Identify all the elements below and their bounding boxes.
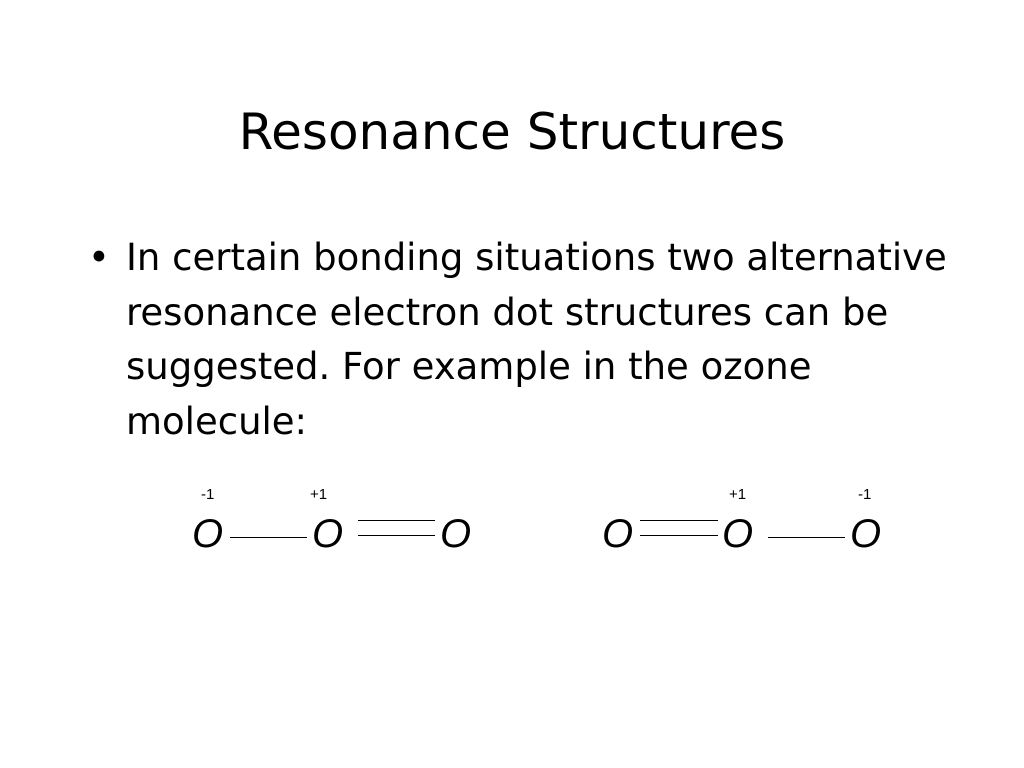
oxygen-atom: O <box>602 512 634 556</box>
bullet-text: In certain bonding situations two altern… <box>126 236 947 443</box>
bullet-list: • In certain bonding situations two alte… <box>88 231 948 449</box>
bullet-marker: • <box>88 236 110 279</box>
charge-label: -1 <box>201 486 215 503</box>
bullet-item: • In certain bonding situations two alte… <box>88 231 948 449</box>
slide-title: Resonance Structures <box>238 103 786 161</box>
oxygen-atom: O <box>192 512 224 556</box>
oxygen-atom: O <box>850 512 882 556</box>
oxygen-atom: O <box>312 512 344 556</box>
single-bond <box>230 537 307 538</box>
charge-label: +1 <box>310 486 328 503</box>
charge-label: +1 <box>729 486 747 503</box>
oxygen-atom: O <box>440 512 472 556</box>
charge-label: -1 <box>858 486 872 503</box>
oxygen-atom: O <box>722 512 754 556</box>
single-bond <box>768 537 845 538</box>
